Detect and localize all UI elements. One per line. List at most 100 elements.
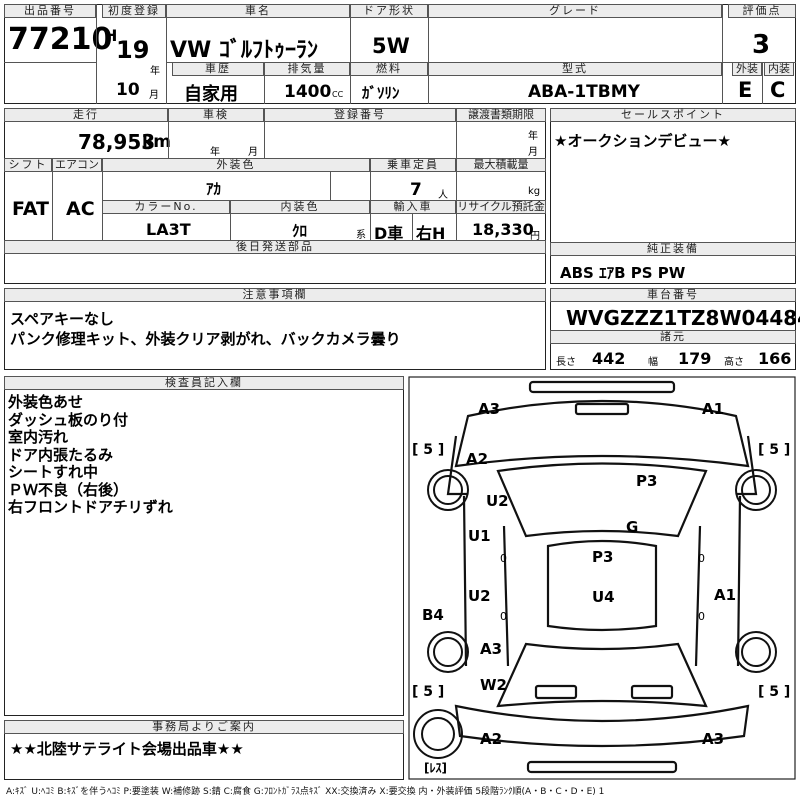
wheel-rear-right-outer [735, 631, 777, 673]
tire-depth-front-right: [ 5 ] [758, 442, 790, 458]
wheels-group [413, 469, 777, 759]
mark-front-left: A3 [478, 400, 500, 418]
spare-tire-inner [421, 717, 455, 751]
max-load-header: 最大積載量 [456, 158, 546, 172]
aircon: AC [66, 198, 95, 220]
spare-tire-outer [413, 709, 463, 759]
displacement: 1400 [284, 82, 332, 102]
car-damage-diagram: A3 A1 A2 U2 P3 G U1 P3 U2 U4 A1 B4 A3 W2… [408, 376, 796, 780]
divider [350, 62, 351, 104]
mark-rear-lower-left: W2 [480, 676, 507, 694]
height: 166 [758, 349, 792, 368]
inspector-note: 室内汚れ [8, 428, 69, 446]
interior-grade: C [770, 78, 786, 102]
first-reg-header: 初度登録 [102, 4, 166, 18]
capacity-unit: 人 [438, 190, 448, 201]
insp-month-unit: 月 [248, 147, 258, 158]
mileage: 78,953 [78, 130, 156, 154]
door-header: ドア形状 [350, 4, 428, 18]
divider [264, 62, 265, 104]
max-load-unit: kg [528, 186, 541, 197]
displacement-unit: CC [332, 90, 344, 99]
mark-door-left-rear: U2 [468, 587, 491, 605]
color-no-header: カラーNo. [102, 200, 230, 214]
lot-no-header: 出品番号 [4, 4, 96, 18]
exterior-grade: E [738, 78, 753, 102]
exterior-header: 外装 [732, 62, 762, 76]
rear-bumper-bar [526, 760, 678, 774]
rear-bumper-outline-2 [630, 684, 674, 700]
inspector-note: ダッシュ板のり付 [8, 410, 129, 429]
grade-header: グレード [428, 4, 722, 18]
mark-hood: P3 [636, 472, 657, 490]
ext-color: ｱｶ [206, 180, 222, 198]
tire-depth-rear-left: [ 5 ] [412, 684, 444, 700]
fuel: ｶﾞｿﾘﾝ [362, 84, 400, 102]
mark-bumper-right: A3 [702, 730, 724, 748]
length: 442 [592, 349, 626, 368]
insp-year-unit: 年 [210, 147, 220, 158]
divider [102, 158, 103, 240]
car-name-header: 車名 [166, 4, 350, 18]
tire-depth-front-left: [ 5 ] [412, 442, 444, 458]
mark-front-right: A1 [702, 400, 724, 418]
import-header: 輸入車 [370, 200, 456, 214]
divider [456, 158, 457, 240]
wheel-front-right-outer [735, 469, 777, 511]
divider [370, 158, 371, 240]
wheel-rear-left-outer [427, 631, 469, 673]
handle-marks: 0 0 0 0 [500, 552, 705, 623]
model-header: 型式 [428, 62, 722, 76]
divider [52, 158, 53, 240]
first-reg-year: 19 [116, 36, 150, 64]
car-name: VW ｺﾞﾙﾌﾄｩｰﾗﾝ [170, 38, 318, 63]
divider [264, 108, 265, 158]
displacement-header: 排気量 [264, 62, 350, 76]
inspector-note: 右フロントドアチリずれ [8, 498, 173, 516]
divider [168, 108, 169, 158]
diagram-frame [408, 376, 796, 780]
rear-outline [454, 704, 750, 748]
handle: 右H [416, 224, 446, 243]
int-color: ｸﾛ [292, 222, 308, 240]
recycle-header: リサイクル預託金 [456, 200, 546, 214]
shift: FAT [12, 198, 49, 220]
genuine-equipment: ABS ｴｱB PS PW [560, 264, 686, 282]
transfer-year-unit: 年 [528, 131, 538, 142]
transfer-deadline-header: 譲渡書類期限 [456, 108, 546, 122]
divider [230, 200, 231, 240]
divider [4, 62, 96, 63]
rear-window-outline [496, 642, 708, 708]
year-unit: 年 [150, 66, 160, 77]
interior-header: 内装 [764, 62, 794, 76]
mark-door-left-front: U1 [468, 527, 491, 545]
hood-outline [454, 399, 750, 468]
mark-bumper-left: A2 [480, 730, 502, 748]
office-header: 事務局よりご案内 [4, 720, 404, 734]
inspection-header: 車検 [168, 108, 264, 122]
sales-point: ★オークションデビュー★ [554, 132, 731, 150]
front-bumper-outline [528, 380, 676, 394]
wheel-front-left-outer [427, 469, 469, 511]
divider [722, 4, 723, 104]
mark-roof: P3 [592, 548, 613, 566]
front-plate-outline [574, 402, 630, 416]
roof-outline [546, 539, 658, 632]
zero-mark: 0 [698, 552, 705, 565]
reg-no-header: 登録番号 [264, 108, 456, 122]
rear-bumper-outline [534, 684, 578, 700]
divider [428, 62, 429, 104]
tire-depths: [ 5 ] [ 5 ] [ 5 ] [ 5 ] [ﾚｽ] [412, 442, 790, 775]
height-label: 高さ [724, 357, 744, 368]
mark-quarter-left: B4 [422, 606, 444, 624]
inspector-notes: 外装色あせ ダッシュ板のり付 室内汚れ ドア内張たるみ シートすれ中 ＰＷ不良（… [8, 393, 173, 517]
divider [428, 4, 429, 62]
divider [166, 4, 167, 104]
door-type: 5W [372, 34, 410, 58]
office-note: ★★北陸サテライト会場出品車★★ [10, 740, 244, 758]
int-color-header: 内装色 [230, 200, 370, 214]
note-line-1: スペアキーなし [10, 310, 114, 328]
lot-no: 77210 [8, 22, 113, 57]
score: 3 [752, 30, 771, 60]
inspector-note: シートすれ中 [8, 463, 99, 481]
